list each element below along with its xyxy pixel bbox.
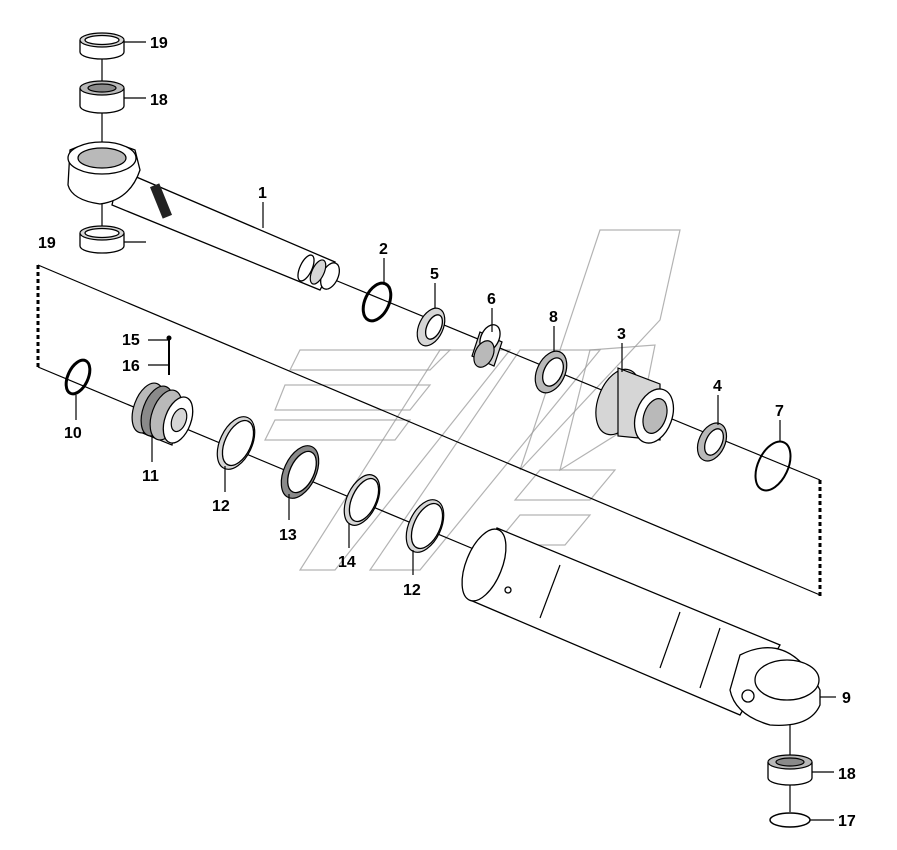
callout-14: 14 [338,554,356,571]
part-6-bushing [471,324,503,368]
part-3-cylinder-head [595,367,675,444]
part-18-bottom-bearing [767,754,813,786]
callout-labels: 19 18 1 19 2 5 6 8 3 4 7 15 16 10 11 12 … [38,35,856,830]
part-4-seal [696,422,728,462]
callout-17: 17 [838,813,856,830]
callout-19-top: 19 [150,35,168,52]
part-8-wiper [534,350,568,394]
callout-1: 1 [258,185,267,202]
part-13-piston-seal [280,445,320,520]
callout-3: 3 [617,326,626,343]
part-12-wear-ring-a [216,416,256,492]
leader-lines [124,41,836,821]
part-17-circlip [769,812,811,828]
callout-10: 10 [64,425,82,442]
callout-2: 2 [379,241,388,258]
part-14-ring [343,474,381,548]
callout-7: 7 [775,403,784,420]
part-9-cylinder-tube [461,527,821,726]
part-1-piston-rod [67,141,341,291]
callout-9: 9 [842,690,851,707]
callout-13: 13 [279,527,297,544]
callout-18-bottom: 18 [838,766,856,783]
part-19-lower-ring [79,225,125,254]
part-18-top-bearing [79,80,125,114]
part-12-wear-ring-b [405,499,445,575]
part-15-16-screw [148,335,172,375]
part-10-o-ring [64,358,92,420]
part-2-o-ring [361,281,393,323]
callout-18-top: 18 [150,92,168,109]
part-7-ring [754,440,792,492]
callout-5: 5 [430,266,439,283]
part-19-top-ring [79,32,125,60]
part-5-seal [416,307,446,347]
callout-6: 6 [487,291,496,308]
callout-8: 8 [549,309,558,326]
callout-16: 16 [122,358,140,375]
callout-11: 11 [142,468,159,485]
callout-19-lower: 19 [38,235,56,252]
callout-12-a: 12 [212,498,230,515]
callout-12-b: 12 [403,582,421,599]
part-11-piston [131,382,194,462]
callout-15: 15 [122,332,140,349]
callout-4: 4 [713,378,722,395]
